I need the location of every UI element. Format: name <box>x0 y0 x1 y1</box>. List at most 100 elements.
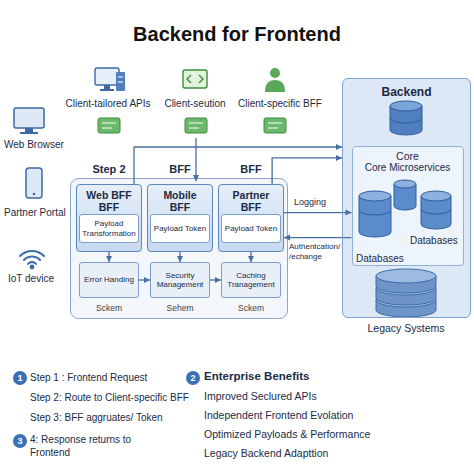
function-text: Security Management <box>153 271 207 290</box>
arrow-head <box>193 175 199 182</box>
card-lines <box>268 123 282 128</box>
bff-box: Partner BFFPayload Token <box>218 184 284 252</box>
code-icon <box>183 70 207 88</box>
function-box: Caching Tranagement <box>221 262 281 298</box>
bff-box: Web BFF BFF Payload Transformation <box>76 184 142 252</box>
payload-text: Payload Token <box>154 224 206 234</box>
system-label: Legacy Systems <box>367 322 444 335</box>
server <box>116 72 125 91</box>
connector <box>139 277 150 283</box>
benefit-item: Independent Frontend Evolation <box>204 409 353 422</box>
monitor-icon <box>14 108 44 134</box>
stand <box>104 85 110 89</box>
function-box: Error Handing <box>79 262 139 298</box>
cylinder-top <box>421 191 451 201</box>
database-label: Databases <box>356 252 404 265</box>
wifi-arc <box>28 262 36 264</box>
cylinder-band <box>421 209 451 214</box>
benefit-item: Improved Seclured APIs <box>204 390 317 403</box>
screen <box>95 68 119 85</box>
request-arrow <box>193 138 199 182</box>
wifi-arc <box>20 251 44 256</box>
body <box>265 80 285 92</box>
panel-title: Backend <box>381 85 431 99</box>
diagram-title: Backend for Frontend <box>0 22 474 46</box>
payload-box: Payload Token <box>221 214 281 243</box>
disk-top <box>376 269 436 283</box>
column-heading: Step 2 <box>92 162 125 176</box>
card-lines <box>189 123 203 128</box>
callout-number: 2 <box>186 371 200 385</box>
bff-footer: Sckem <box>238 303 264 314</box>
wifi-arc <box>24 257 40 260</box>
legacy-stack <box>376 269 436 317</box>
cylinder-body <box>359 196 391 237</box>
callout-number: 1 <box>13 371 27 385</box>
connector-line <box>134 147 342 184</box>
step-text: Step 3: BFF aggruates/ Token <box>30 411 163 424</box>
api-icon <box>95 68 125 91</box>
icon-caption: Client-specific BFF <box>238 97 322 110</box>
core-text: Core Microservices <box>365 162 451 174</box>
card <box>98 118 120 133</box>
card-icon <box>185 118 207 133</box>
edge-label: Authentcation/ /echange <box>289 242 343 262</box>
cylinder-band <box>359 210 391 215</box>
bff-box: Mobile BFFPayload Token <box>147 184 213 252</box>
core-box: CoreCore Microservices <box>352 146 464 266</box>
device-label: Partner Portal <box>4 206 66 219</box>
database-icon <box>394 180 416 210</box>
benefits-heading: Enterprise Benefits <box>204 369 309 383</box>
database-label: Databases <box>410 234 458 247</box>
column-heading: BFF <box>240 162 261 176</box>
icon-caption: Client-tailored APIs <box>65 97 150 110</box>
stand <box>25 128 33 132</box>
core-box-fill <box>352 146 464 266</box>
benefit-item: Optimized Payloads & Performance <box>204 428 370 441</box>
card-icon <box>98 118 120 133</box>
edge-label: Logging <box>294 197 326 208</box>
arrow-line <box>195 138 196 176</box>
database-icon <box>390 101 422 135</box>
core-text: Core <box>396 150 419 162</box>
database-icon <box>359 191 391 237</box>
step-text: 4: Response returns to Frontend <box>30 433 148 459</box>
screen <box>14 108 44 128</box>
connector <box>134 144 342 184</box>
bff-group-frame <box>71 179 288 319</box>
device-label: IoT device <box>8 272 54 285</box>
icon-caption: Client-seution <box>164 97 225 110</box>
function-text: Error Handing <box>84 275 134 285</box>
bff-title: Web BFF BFF <box>83 189 135 213</box>
card-icon <box>264 118 286 133</box>
connector-line <box>272 158 342 184</box>
card <box>185 118 207 133</box>
payload-box: Payload Token <box>150 214 210 243</box>
cylinder-top <box>359 191 391 201</box>
window <box>183 70 207 88</box>
column-heading: BFF <box>169 162 190 176</box>
payload-box: Payload Transformation <box>79 214 139 243</box>
payload-text: Payload Transformation <box>82 219 136 238</box>
step-text: Step 2: Route to Client-specific BFF <box>30 391 189 404</box>
step-text: Step 1 : Frontend Request <box>30 371 147 384</box>
connector <box>272 155 342 184</box>
database-icon <box>421 191 451 229</box>
phone-icon <box>26 168 42 198</box>
wifi-dot <box>31 266 34 269</box>
arrow-head <box>284 235 290 241</box>
user-icon <box>265 68 285 92</box>
cylinder-top <box>390 101 422 111</box>
phone-button <box>33 193 36 196</box>
card-lines <box>102 123 116 128</box>
function-box: Security Management <box>150 262 210 298</box>
device-label: Web Browser <box>4 138 64 151</box>
backend-panel-fill <box>342 78 471 318</box>
function-text: Caching Tranagement <box>224 271 278 290</box>
server-lines <box>118 77 123 82</box>
card <box>264 118 286 133</box>
bff-footer: Sckem <box>96 303 122 314</box>
backend-panel: BackendCoreCore Microservices <box>342 78 471 318</box>
base <box>100 89 114 91</box>
